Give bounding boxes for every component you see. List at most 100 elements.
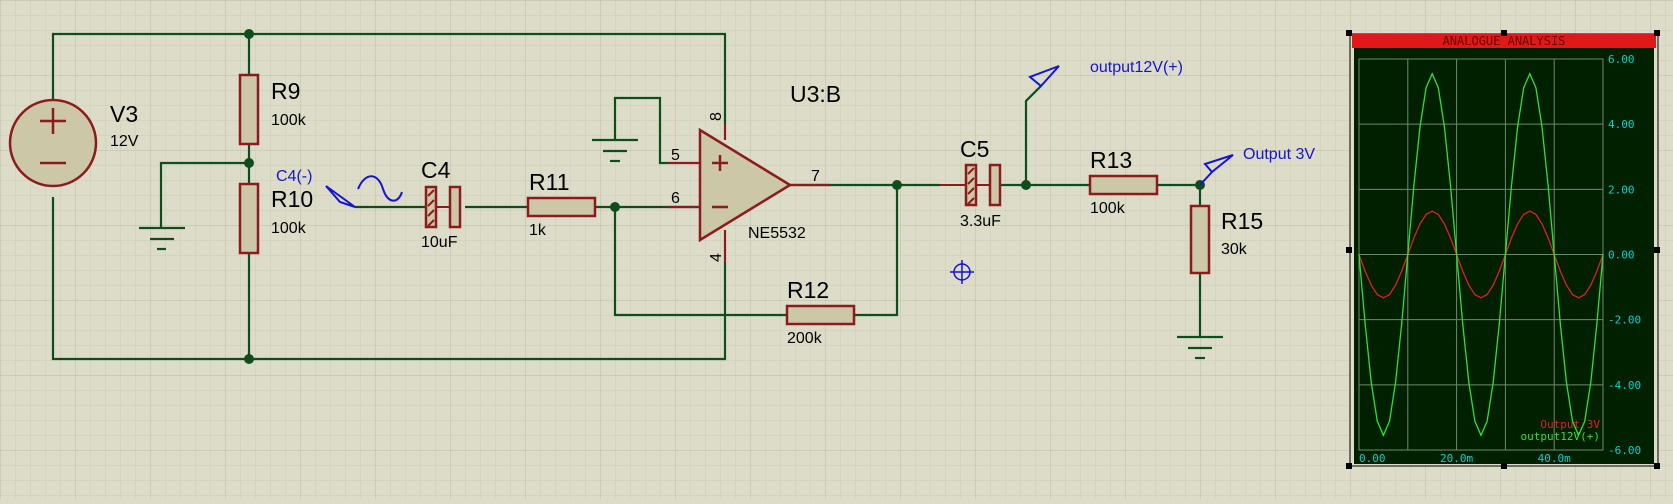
data-point	[1462, 322, 1464, 325]
data-point	[1523, 87, 1525, 89]
ground-symbol-opamp[interactable]	[592, 138, 638, 163]
data-point	[1370, 381, 1372, 383]
data-point	[1510, 184, 1513, 187]
data-point	[1370, 284, 1372, 286]
probe-12v-label: output12V(+)	[1090, 59, 1183, 76]
data-point	[1419, 223, 1421, 225]
graph-title: ANALOGUE ANALYSIS	[1443, 34, 1566, 48]
x-tick-label: 40.0m	[1538, 452, 1571, 465]
data-point	[1443, 223, 1445, 225]
data-point	[1449, 184, 1452, 187]
R15-resistor[interactable]: R15 30k	[1189, 204, 1263, 275]
data-point	[1523, 213, 1525, 216]
data-point	[1498, 322, 1500, 325]
data-point	[1578, 434, 1580, 436]
data-point	[1584, 420, 1586, 422]
R10-resistor[interactable]: R10 100k	[238, 182, 313, 255]
U3B-opamp[interactable]: 5 6 7 8 4 U3:B NE5532	[668, 81, 841, 262]
data-point	[1474, 420, 1476, 422]
data-point	[1504, 253, 1506, 256]
data-point	[1553, 253, 1555, 256]
V3-value-label: 12V	[110, 133, 139, 150]
data-point	[1449, 237, 1452, 239]
data-point	[1541, 126, 1543, 128]
data-point	[1517, 126, 1519, 128]
R12-value-label: 200k	[787, 330, 823, 347]
sine-source-icon	[357, 175, 403, 202]
R12-resistor[interactable]: R12 200k	[785, 277, 856, 347]
pin-7-label: 7	[811, 168, 820, 185]
data-point	[1492, 284, 1494, 286]
pin-6-label: 6	[671, 190, 680, 207]
analogue-analysis-graph[interactable]: ANALOGUE ANALYSIS 6.00 4.00 2.00 0.00 -2.00 -…	[1346, 30, 1660, 469]
data-point	[1431, 210, 1433, 212]
R11-resistor[interactable]: R11 1k	[526, 169, 597, 239]
R15-ref-label: R15	[1221, 208, 1263, 234]
data-point	[1510, 237, 1513, 239]
y-tick-label: 2.00	[1608, 183, 1635, 196]
data-point	[1388, 293, 1391, 296]
data-point	[1395, 381, 1397, 383]
probe-arrow-icon	[1203, 154, 1234, 174]
ground-symbol[interactable]	[139, 226, 185, 251]
data-point	[1565, 284, 1567, 286]
data-point	[1486, 293, 1488, 296]
data-point	[1559, 322, 1561, 325]
voltage-probe-3v[interactable]: Output 3V	[1199, 146, 1315, 186]
data-point	[1486, 420, 1488, 422]
data-point	[1382, 434, 1384, 436]
data-point	[1535, 213, 1537, 216]
voltage-probe-12v[interactable]: output12V(+)	[1028, 59, 1183, 88]
y-tick-label: -4.00	[1608, 379, 1641, 392]
signal-generator-terminal[interactable]: C4(-)	[276, 168, 403, 208]
data-point	[1474, 293, 1476, 296]
C5-value-label: 3.3uF	[960, 213, 1001, 230]
y-tick-label: 6.00	[1608, 53, 1635, 66]
data-point	[1571, 293, 1574, 296]
data-point	[1529, 73, 1531, 75]
data-point	[1437, 213, 1439, 216]
x-tick-label: 20.0m	[1440, 452, 1473, 465]
R9-resistor[interactable]: R9 100k	[238, 73, 307, 146]
legend-output-12v: output12V(+)	[1521, 430, 1600, 443]
wires[interactable]	[51, 32, 1202, 361]
R9-value-label: 100k	[271, 112, 307, 129]
R11-value-label: 1k	[529, 222, 547, 239]
data-point	[1419, 126, 1421, 128]
x-tick-label: 0.00	[1359, 452, 1386, 465]
data-point	[1413, 184, 1415, 187]
data-point	[1559, 270, 1561, 272]
R10-ref-label: R10	[271, 186, 313, 212]
V3-voltage-source[interactable]: V3 12V	[8, 98, 139, 188]
data-point	[1364, 322, 1366, 325]
probe-arrow-icon	[1028, 65, 1060, 88]
ground-symbol-output[interactable]	[1177, 335, 1223, 360]
data-point	[1480, 434, 1482, 436]
V3-ref-label: V3	[110, 101, 138, 127]
data-point	[1590, 381, 1592, 383]
R10-value-label: 100k	[271, 220, 307, 237]
C4-value-label: 10uF	[421, 234, 458, 251]
y-tick-label: 4.00	[1608, 118, 1635, 131]
data-point	[1492, 381, 1494, 383]
y-tick-label: -6.00	[1608, 444, 1641, 457]
graph-title-bar[interactable]	[1352, 34, 1656, 48]
R11-ref-label: R11	[529, 169, 570, 195]
data-point	[1382, 297, 1384, 299]
R13-ref-label: R13	[1090, 147, 1132, 173]
graph-selection-handles[interactable]	[1346, 30, 1660, 469]
C5-capacitor[interactable]: C5 3.3uF	[940, 136, 1002, 230]
R13-resistor[interactable]: R13 100k	[1088, 147, 1159, 217]
y-tick-label: 0.00	[1608, 249, 1635, 262]
data-point	[1480, 297, 1482, 299]
y-tick-label: -2.00	[1608, 314, 1641, 327]
data-point	[1584, 293, 1586, 296]
data-point	[1468, 381, 1470, 383]
R12-ref-label: R12	[787, 277, 829, 303]
pin-8-label: 8	[708, 112, 725, 121]
C4-capacitor[interactable]: C4 10uF	[421, 157, 462, 251]
data-point	[1498, 270, 1500, 272]
data-point	[1431, 73, 1433, 75]
data-point	[1413, 237, 1415, 239]
